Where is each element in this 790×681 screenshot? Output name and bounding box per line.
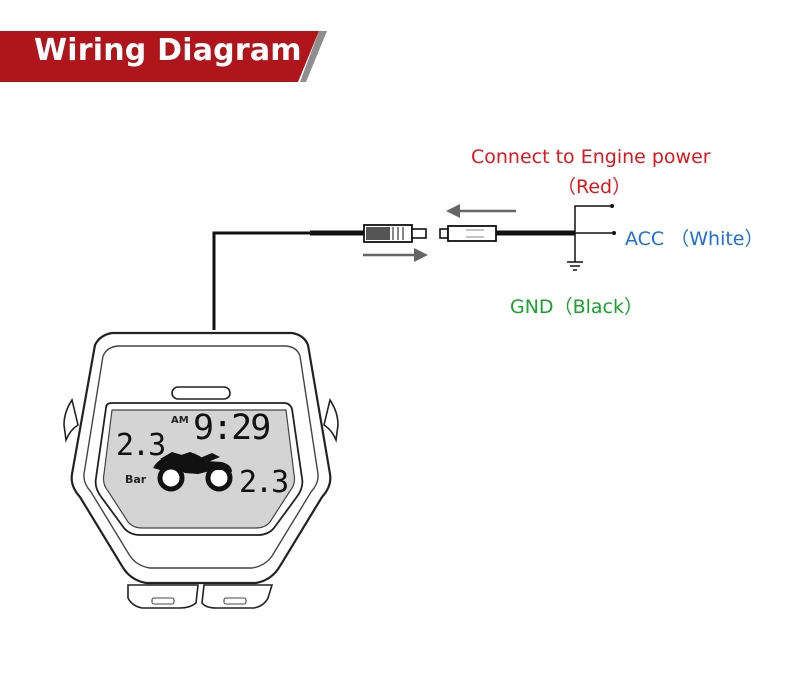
red-wire-label: （Red） [557, 176, 632, 198]
plug-connector-left [363, 224, 427, 243]
pressure-unit: Bar [125, 473, 147, 486]
tpms-device [63, 331, 339, 609]
title-banner [0, 31, 327, 82]
acc-white-label: ACC （White） [625, 228, 764, 250]
am-indicator: AM [171, 415, 189, 426]
gnd-black-label: GND（Black） [510, 296, 643, 318]
socket-connector-right [439, 225, 497, 242]
red-wire [574, 205, 610, 233]
front-tire-pressure: 2.3 [116, 428, 166, 463]
motorcycle-icon [153, 452, 233, 492]
ground-icon [567, 233, 583, 271]
arrow-left-icon [446, 204, 516, 218]
arrow-right-icon [363, 248, 428, 262]
clock-time: 9:29 [193, 408, 271, 448]
engine-power-label: Connect to Engine power [471, 146, 711, 168]
rear-tire-pressure: 2.3 [239, 465, 289, 500]
device-cable [212, 231, 310, 330]
page-title: Wiring Diagram [34, 33, 302, 68]
